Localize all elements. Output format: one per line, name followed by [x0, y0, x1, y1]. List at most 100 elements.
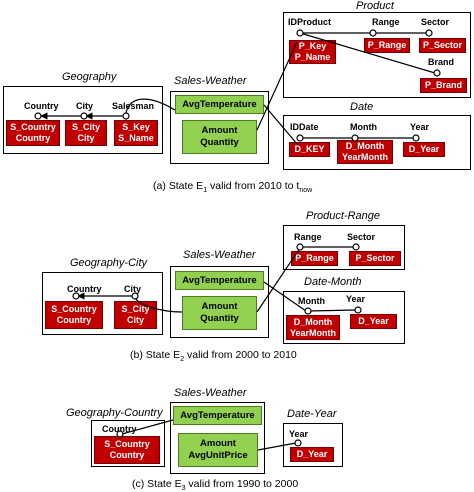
- node-dot-city: [80, 112, 88, 120]
- s-country-text-e2: S_Country: [51, 304, 97, 314]
- caption-e3-sub: 3: [181, 485, 186, 492]
- d-key-node: D_KEY: [289, 142, 330, 157]
- city-label: City: [76, 101, 94, 111]
- avgunitprice-text-e3: AvgUnitPrice: [188, 450, 248, 461]
- p-range-node: P_Range: [364, 38, 410, 53]
- month-label-e1: Month: [350, 122, 377, 132]
- edge-fact-country-e3: [121, 419, 174, 435]
- avg-temperature-node-e1: AvgTemperature: [175, 95, 264, 114]
- sector-label: Sector: [421, 17, 450, 27]
- range-label: Range: [372, 17, 400, 27]
- quantity-text-e2: Quantity: [200, 313, 239, 324]
- d-year-node-e3: D_Year: [290, 447, 334, 462]
- sales-weather-title-e1: Sales-Weather: [174, 75, 247, 87]
- d-month-node-e2: D_Month YearMonth: [286, 315, 340, 340]
- year-label-e1: Year: [410, 122, 430, 132]
- amount-text-e1: Amount: [201, 125, 238, 136]
- node-dot-city-e2: [131, 292, 139, 300]
- node-dot-range: [369, 29, 377, 37]
- range-label-e2: Range: [294, 232, 322, 242]
- idproduct-label: IDProduct: [288, 17, 332, 27]
- node-dot-month-e2: [304, 307, 312, 315]
- month-label-e2: Month: [298, 296, 325, 306]
- date-frame: [283, 115, 471, 170]
- p-sector-node-e2: P_Sector: [349, 251, 401, 266]
- caption-e3-post: valid from 1990 to 2000: [185, 478, 299, 490]
- node-dot-country-e3: [116, 430, 124, 438]
- caption-e2-post: valid from 2000 to 2010: [184, 349, 297, 361]
- yearmonth-text-e1: YearMonth: [341, 152, 388, 162]
- edge-fact-geography: [125, 98, 176, 114]
- node-dot-year-e2: [354, 306, 362, 314]
- edge-month-year-e2: [307, 309, 357, 312]
- amount-quantity-node-e2: Amount Quantity: [182, 296, 257, 330]
- s-city-sub-text: City: [77, 133, 95, 143]
- edge-fact-city-e2: [135, 298, 183, 313]
- amount-avgunitprice-node-e3: Amount AvgUnitPrice: [178, 433, 258, 467]
- edge-fact-date: [263, 104, 299, 146]
- p-brand-node: P_Brand: [420, 78, 467, 93]
- geography-title: Geography: [62, 71, 117, 83]
- d-year-node-e2: D_Year: [350, 314, 397, 329]
- node-dot-salesman: [122, 112, 130, 120]
- s-city-node-e2: S_City City: [114, 301, 157, 329]
- p-range-node-e2: P_Range: [291, 251, 338, 266]
- year-label-e2: Year: [346, 294, 366, 304]
- product-range-frame: [283, 225, 405, 270]
- sales-weather-frame-e2: [170, 266, 269, 338]
- s-country-node-e2: S_Country Country: [45, 301, 103, 329]
- city-label-e2: City: [124, 284, 142, 294]
- quantity-text-e1: Quantity: [200, 137, 239, 148]
- node-dot-idproduct: [296, 29, 304, 37]
- d-year-node-e1: D_Year: [403, 142, 445, 157]
- p-sector-node: P_Sector: [419, 38, 466, 53]
- node-dot-iddate: [296, 134, 304, 142]
- caption-e1-sub1: 1: [203, 187, 208, 195]
- caption-e1-sub2: now: [299, 187, 313, 195]
- country-label: Country: [24, 101, 59, 111]
- date-title: Date: [350, 101, 374, 113]
- brand-label: Brand: [428, 57, 455, 67]
- geography-country-frame: [91, 420, 165, 467]
- sales-weather-title-e2: Sales-Weather: [183, 249, 256, 261]
- yearmonth-text-e2: YearMonth: [289, 327, 336, 338]
- p-name-text: P_Name: [294, 52, 331, 62]
- product-range-title: Product-Range: [306, 210, 380, 222]
- s-city-sub-text-e2: City: [126, 315, 144, 325]
- country-label-e3: Country: [102, 424, 137, 434]
- s-country-node: S_Country Country: [6, 120, 60, 146]
- d-month-text-e1: D_Month: [345, 141, 385, 151]
- amount-quantity-node-e1: Amount Quantity: [182, 120, 257, 154]
- caption-state-e1: (a) State E1 valid from 2010 to tnow: [153, 180, 312, 194]
- node-dot-country-e2: [72, 292, 80, 300]
- d-month-text-e2: D_Month: [293, 316, 333, 327]
- country-label-e2: Country: [67, 284, 102, 294]
- s-country-sub-text: Country: [15, 133, 51, 143]
- s-key-node: S_Key S_Name: [114, 120, 158, 146]
- product-frame: [283, 12, 471, 98]
- avg-temperature-node-e3: AvgTemperature: [173, 406, 262, 425]
- sales-weather-title-e3: Sales-Weather: [174, 387, 247, 399]
- s-country-node-e3: S_Country Country: [94, 436, 160, 464]
- s-country-text: S_Country: [10, 122, 56, 132]
- date-month-title: Date-Month: [304, 276, 362, 288]
- s-country-sub-text-e3: Country: [109, 450, 145, 460]
- geography-frame: [3, 86, 163, 154]
- edge-fact-year-e3: [257, 442, 297, 451]
- salesman-label: Salesman: [112, 101, 155, 111]
- date-year-title: Date-Year: [287, 408, 337, 420]
- s-key-text: S_Key: [122, 122, 150, 132]
- sales-weather-frame-e3: [170, 402, 265, 474]
- s-country-sub-text-e2: Country: [56, 315, 92, 325]
- p-key-node: P_Key P_Name: [289, 40, 336, 64]
- s-country-text-e3: S_Country: [104, 439, 150, 449]
- edge-idproduct-brand: [299, 32, 436, 74]
- d-month-node-e1: D_Month YearMonth: [337, 140, 393, 164]
- edge-fact-range-e2: [256, 247, 301, 313]
- amount-text-e3: Amount: [200, 438, 236, 449]
- caption-e3-pre: (c) State E: [132, 478, 182, 490]
- date-month-frame: [283, 291, 405, 344]
- s-city-node: S_City City: [65, 120, 107, 146]
- geography-country-title: Geography-Country: [66, 407, 163, 419]
